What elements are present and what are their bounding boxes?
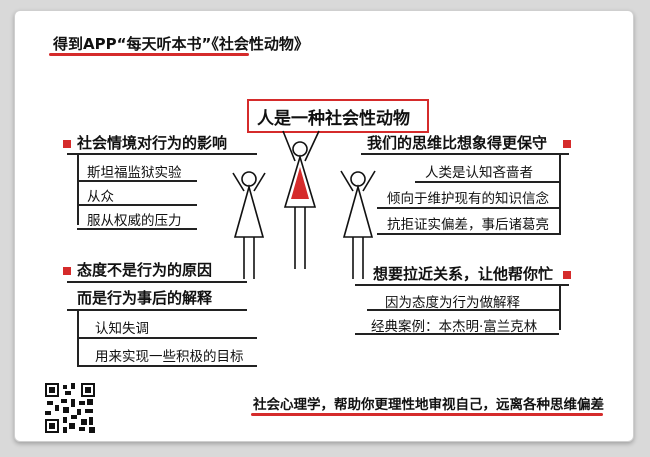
bullet-square bbox=[563, 271, 571, 279]
left-bottom-heading: 态度不是行为的原因 bbox=[77, 261, 213, 279]
right-bottom-item-1: 因为态度为行为做解释 bbox=[385, 295, 520, 311]
item-underline bbox=[77, 365, 257, 367]
left-top-heading-line bbox=[67, 153, 257, 155]
main-title: 人是一种社会性动物 bbox=[257, 109, 410, 129]
right-top-item-3: 抗拒证实偏差，事后诸葛亮 bbox=[387, 217, 549, 233]
right-bottom-heading: 想要拉近关系，让他帮你忙 bbox=[373, 265, 554, 283]
left-bottom-item-1: 认知失调 bbox=[95, 321, 149, 337]
right-bottom-item-2: 经典案例：本杰明·富兰克林 bbox=[371, 319, 538, 335]
left-bottom-heading-2: 而是行为事后的解释 bbox=[77, 289, 213, 307]
footer-underline bbox=[251, 413, 603, 416]
bullet-square bbox=[63, 267, 71, 275]
item-underline bbox=[367, 309, 559, 311]
left-top-branch-line bbox=[77, 153, 79, 225]
left-top-heading: 社会情境对行为的影响 bbox=[77, 134, 228, 152]
item-underline bbox=[377, 207, 559, 209]
mindmap-card: 得到APP“每天听本书”《社会性动物》 人是一种社会性动物 bbox=[14, 10, 634, 442]
left-bottom-heading-line-2 bbox=[67, 309, 247, 311]
left-bottom-item-2: 用来实现一些积极的目标 bbox=[95, 349, 244, 365]
item-underline bbox=[77, 180, 197, 182]
header-text: 得到APP“每天听本书”《社会性动物》 bbox=[53, 35, 309, 53]
right-top-heading-line bbox=[361, 153, 569, 155]
person-figure-icon bbox=[232, 171, 266, 279]
left-top-item-1: 斯坦福监狱实验 bbox=[87, 165, 182, 181]
item-underline bbox=[77, 337, 257, 339]
item-underline bbox=[77, 204, 197, 206]
item-underline bbox=[377, 233, 559, 235]
qr-code-icon bbox=[45, 383, 95, 433]
person-figure-icon bbox=[282, 130, 320, 269]
right-top-heading: 我们的思维比想象得更保守 bbox=[367, 134, 548, 152]
right-top-item-1: 人类是认知吝啬者 bbox=[425, 165, 533, 181]
person-figure-icon bbox=[340, 170, 376, 279]
left-top-item-3: 服从权威的压力 bbox=[87, 213, 182, 229]
left-bottom-heading-line bbox=[67, 281, 247, 283]
footer-text: 社会心理学，帮助你更理性地审视自己，远离各种思维偏差 bbox=[253, 397, 604, 413]
header-underline bbox=[49, 53, 249, 56]
item-underline bbox=[415, 181, 559, 183]
bullet-square bbox=[63, 140, 71, 148]
people-illustration bbox=[232, 130, 320, 279]
right-bottom-heading-line bbox=[355, 284, 569, 286]
left-top-item-2: 从众 bbox=[87, 189, 114, 205]
right-top-branch-line bbox=[559, 153, 561, 235]
people-illustration-right bbox=[340, 170, 376, 279]
item-underline bbox=[355, 333, 559, 335]
right-top-item-2: 倾向于维护现有的知识信念 bbox=[387, 191, 549, 207]
main-title-box bbox=[247, 99, 429, 133]
right-bottom-branch-line bbox=[559, 284, 561, 330]
bullet-square bbox=[563, 140, 571, 148]
item-underline bbox=[77, 228, 197, 230]
